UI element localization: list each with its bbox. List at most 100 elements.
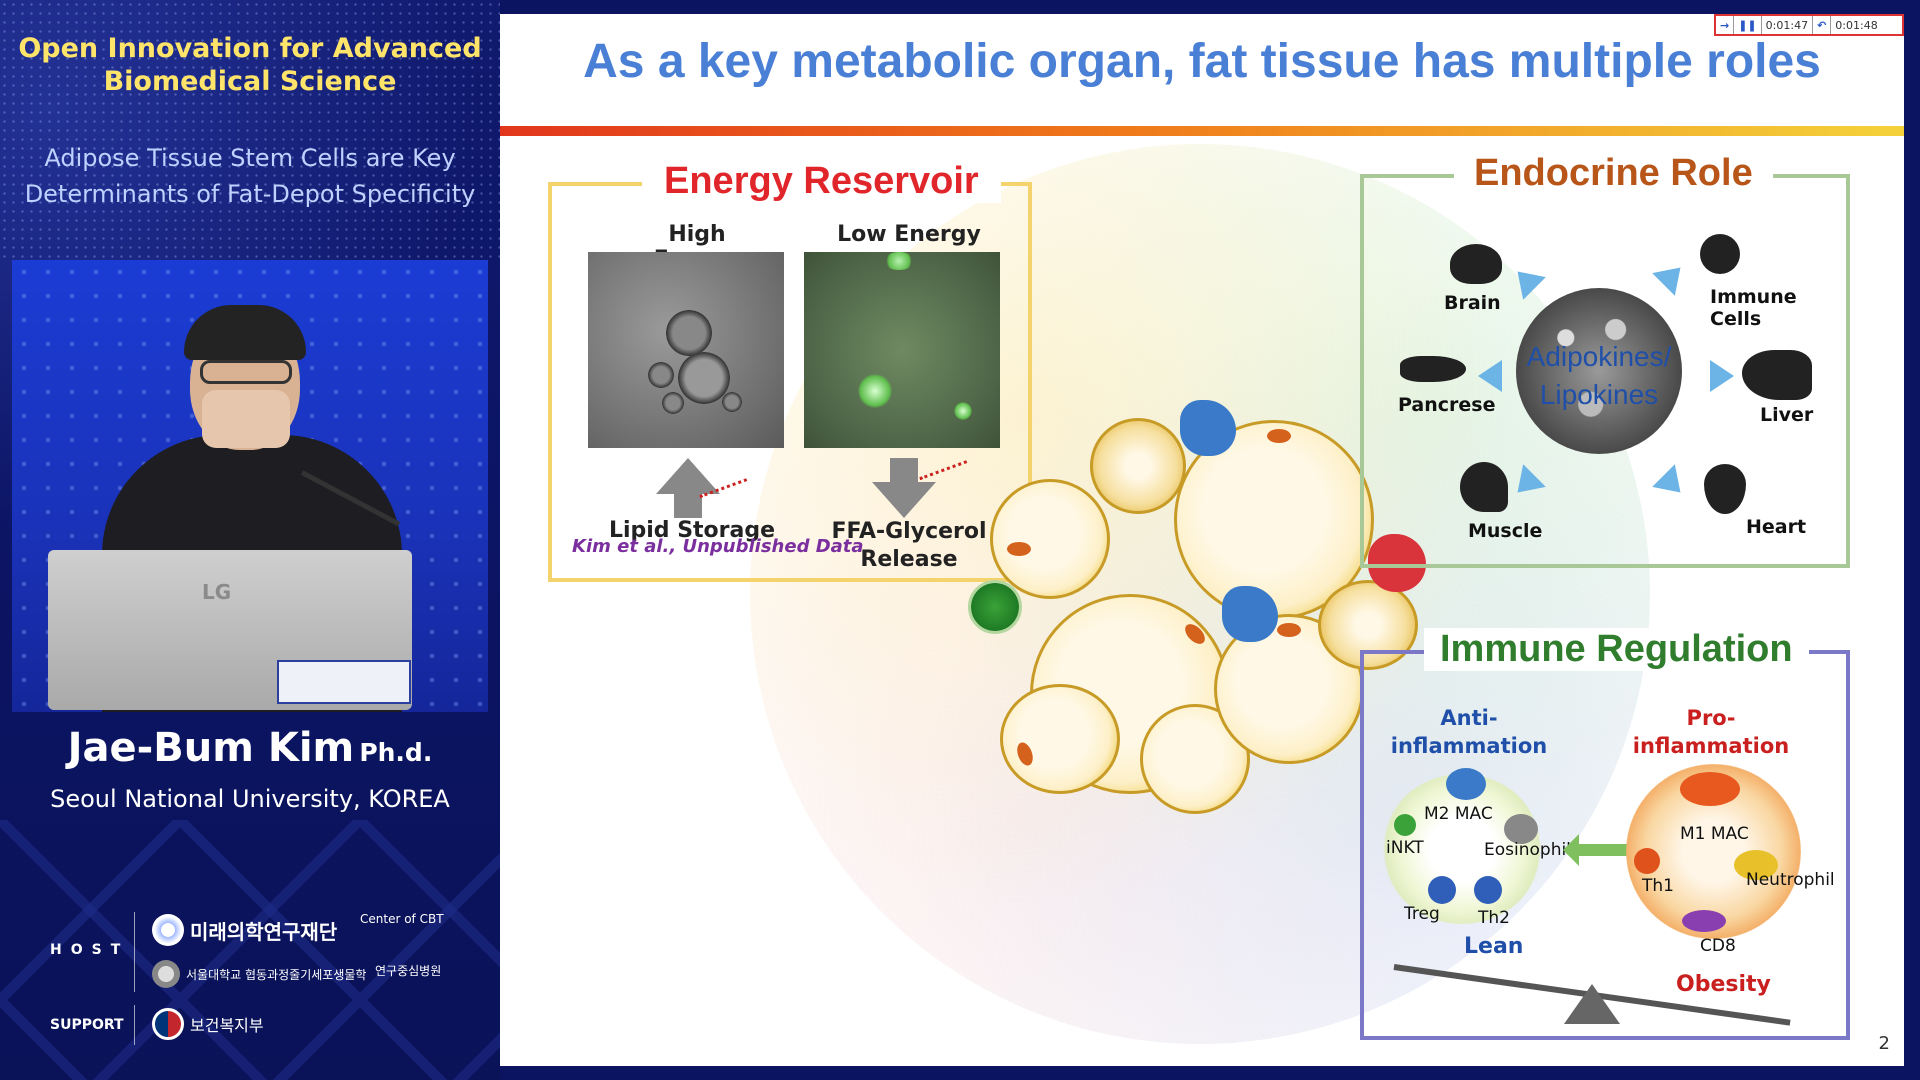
high-energy-micrograph — [588, 252, 784, 448]
low-energy-label: Low Energy — [837, 222, 981, 247]
glasses-icon — [200, 360, 292, 384]
nucleus — [1181, 620, 1209, 648]
immune-cell-icon — [1700, 234, 1740, 274]
nameplate — [277, 660, 411, 704]
anti-inflammation-label: Anti- inflammation — [1390, 706, 1548, 758]
timer-elapsed: 0:01:47 — [1762, 16, 1814, 34]
arrow-up-left-icon — [1506, 260, 1546, 300]
arrow-left-icon — [1478, 360, 1502, 392]
endocrine-role-panel: Endocrine Role Adipokines/ Lipokines Bra… — [1360, 152, 1850, 568]
diamond-pattern — [0, 820, 500, 1080]
cell-label: M2 MAC — [1424, 804, 1493, 824]
title-underline — [500, 126, 1904, 136]
lipid-droplet — [884, 252, 914, 270]
speaker-degree: Ph.d. — [359, 738, 433, 767]
immune-title: Immune Regulation — [1424, 628, 1809, 671]
dot-pattern — [0, 0, 500, 260]
lipid-droplet — [666, 310, 712, 356]
adipocyte-illustration — [968, 384, 1426, 814]
foundation-logo-icon — [152, 914, 184, 946]
host-logo-text: 연구중심병원 — [375, 964, 442, 978]
macrophage-blue — [1180, 400, 1236, 456]
liver-icon — [1742, 350, 1812, 400]
arrow-down-icon — [872, 482, 936, 518]
presentation-slide: → ❚❚ 0:01:47 ↶ 0:01:48 As a key metaboli… — [500, 14, 1904, 1066]
immune-regulation-panel: Immune Regulation Anti- inflammation Pro… — [1360, 628, 1850, 1040]
beige-adipocyte — [1090, 418, 1186, 514]
slide-page-number: 2 — [1878, 1033, 1890, 1054]
citation: Kim et al., Unpublished Data — [572, 536, 864, 557]
host-label: HOST — [50, 942, 130, 958]
heart-icon — [1704, 464, 1746, 514]
undo-icon[interactable]: ↶ — [1813, 16, 1832, 34]
conference-title: Open Innovation for Advanced Biomedical … — [18, 33, 482, 97]
host-logo-cbt: Center of CBT — [360, 912, 444, 926]
host-logo-text: 미래의학연구재단 — [190, 919, 338, 944]
conference-panel: Open Innovation for Advanced Biomedical … — [0, 0, 500, 1080]
brain-icon — [1450, 244, 1502, 284]
arrow-up-right-icon — [1652, 256, 1692, 296]
organ-label: Pancrese — [1398, 394, 1496, 416]
cell-label: CD8 — [1700, 936, 1736, 956]
support-label: SUPPORT — [50, 1017, 124, 1033]
organ-label: Muscle — [1468, 520, 1543, 542]
th2-cell-icon — [1474, 876, 1502, 904]
lipid-droplet — [858, 374, 892, 408]
m1-macrophage-icon — [1680, 772, 1740, 806]
arrow-right-icon[interactable]: → — [1716, 16, 1735, 34]
support-logo-ministry: 보건복지부 — [152, 1008, 264, 1040]
pro-inflammation-label: Pro- inflammation — [1632, 706, 1790, 758]
timer-total: 0:01:48 — [1835, 18, 1878, 32]
ffa-release-label: FFA-Glycerol Release — [831, 519, 987, 572]
arrow-right-icon — [1710, 360, 1734, 392]
beige-adipocyte — [1318, 580, 1418, 670]
muscle-icon — [1460, 462, 1508, 512]
energy-title: Energy Reservoir — [642, 160, 1001, 203]
lipid-storage-label: Lipid Storage — [608, 518, 776, 543]
immune-cell-green — [968, 580, 1022, 634]
neutrophil-icon — [1734, 850, 1778, 880]
lipid-droplet — [722, 392, 742, 412]
arrow-up-icon — [656, 458, 720, 494]
host-logo-text: 서울대학교 협동과정줄기세포생물학 — [186, 967, 367, 982]
endocrine-title: Endocrine Role — [1454, 152, 1773, 195]
pause-icon[interactable]: ❚❚ — [1734, 16, 1762, 34]
macrophage-blue — [1222, 586, 1278, 642]
th1-cell-icon — [1634, 848, 1660, 874]
taegeuk-icon — [152, 1008, 184, 1040]
energy-reservoir-panel: Energy Reservoir High Energy Low Energy … — [548, 160, 1032, 582]
m2-macrophage-icon — [1446, 768, 1486, 800]
inkt-cell-icon — [1394, 814, 1416, 836]
arrow-down-icon — [890, 458, 918, 484]
presenter-timer: → ❚❚ 0:01:47 ↶ 0:01:48 — [1714, 14, 1904, 36]
monitor-logo: LG — [202, 580, 232, 604]
host-logo-text: Center of CBT — [360, 912, 444, 926]
organ-label: Immune Cells — [1710, 286, 1797, 330]
talk-title: Adipose Tissue Stem Cells are Key Determ… — [24, 144, 476, 208]
host-logo-snu: 서울대학교 협동과정줄기세포생물학 — [152, 960, 366, 988]
speaker-hair — [184, 305, 306, 360]
support-logo-text: 보건복지부 — [190, 1016, 264, 1035]
divider — [134, 912, 135, 992]
adipocyte — [1000, 684, 1120, 794]
fatty-acid-icon — [919, 460, 975, 501]
lipid-droplet — [954, 402, 972, 420]
arrow-down-left-icon — [1506, 464, 1546, 504]
slide-title: As a key metabolic organ, fat tissue has… — [583, 35, 1821, 88]
lipid-droplet — [678, 352, 730, 404]
low-energy-micrograph — [804, 252, 1000, 448]
host-logo-foundation: 미래의학연구재단 — [152, 914, 337, 946]
host-logo-hospital: 연구중심병원 — [375, 962, 441, 979]
adipocyte — [990, 479, 1110, 599]
eosinophil-icon — [1504, 814, 1538, 844]
arrow-down-right-icon — [1652, 464, 1692, 504]
cell-label: Neutrophil — [1746, 870, 1835, 890]
organ-label: Heart — [1746, 516, 1807, 538]
cell-label: iNKT — [1386, 838, 1424, 858]
speaker-name-text: Jae-Bum Kim — [67, 725, 355, 771]
speaker-video: LG — [12, 260, 488, 712]
adipokines-label: Adipokines/ Lipokines — [1526, 341, 1672, 410]
organ-label: Liver — [1760, 404, 1814, 426]
face-mask — [202, 390, 290, 448]
cell-label: Th2 — [1478, 908, 1510, 928]
